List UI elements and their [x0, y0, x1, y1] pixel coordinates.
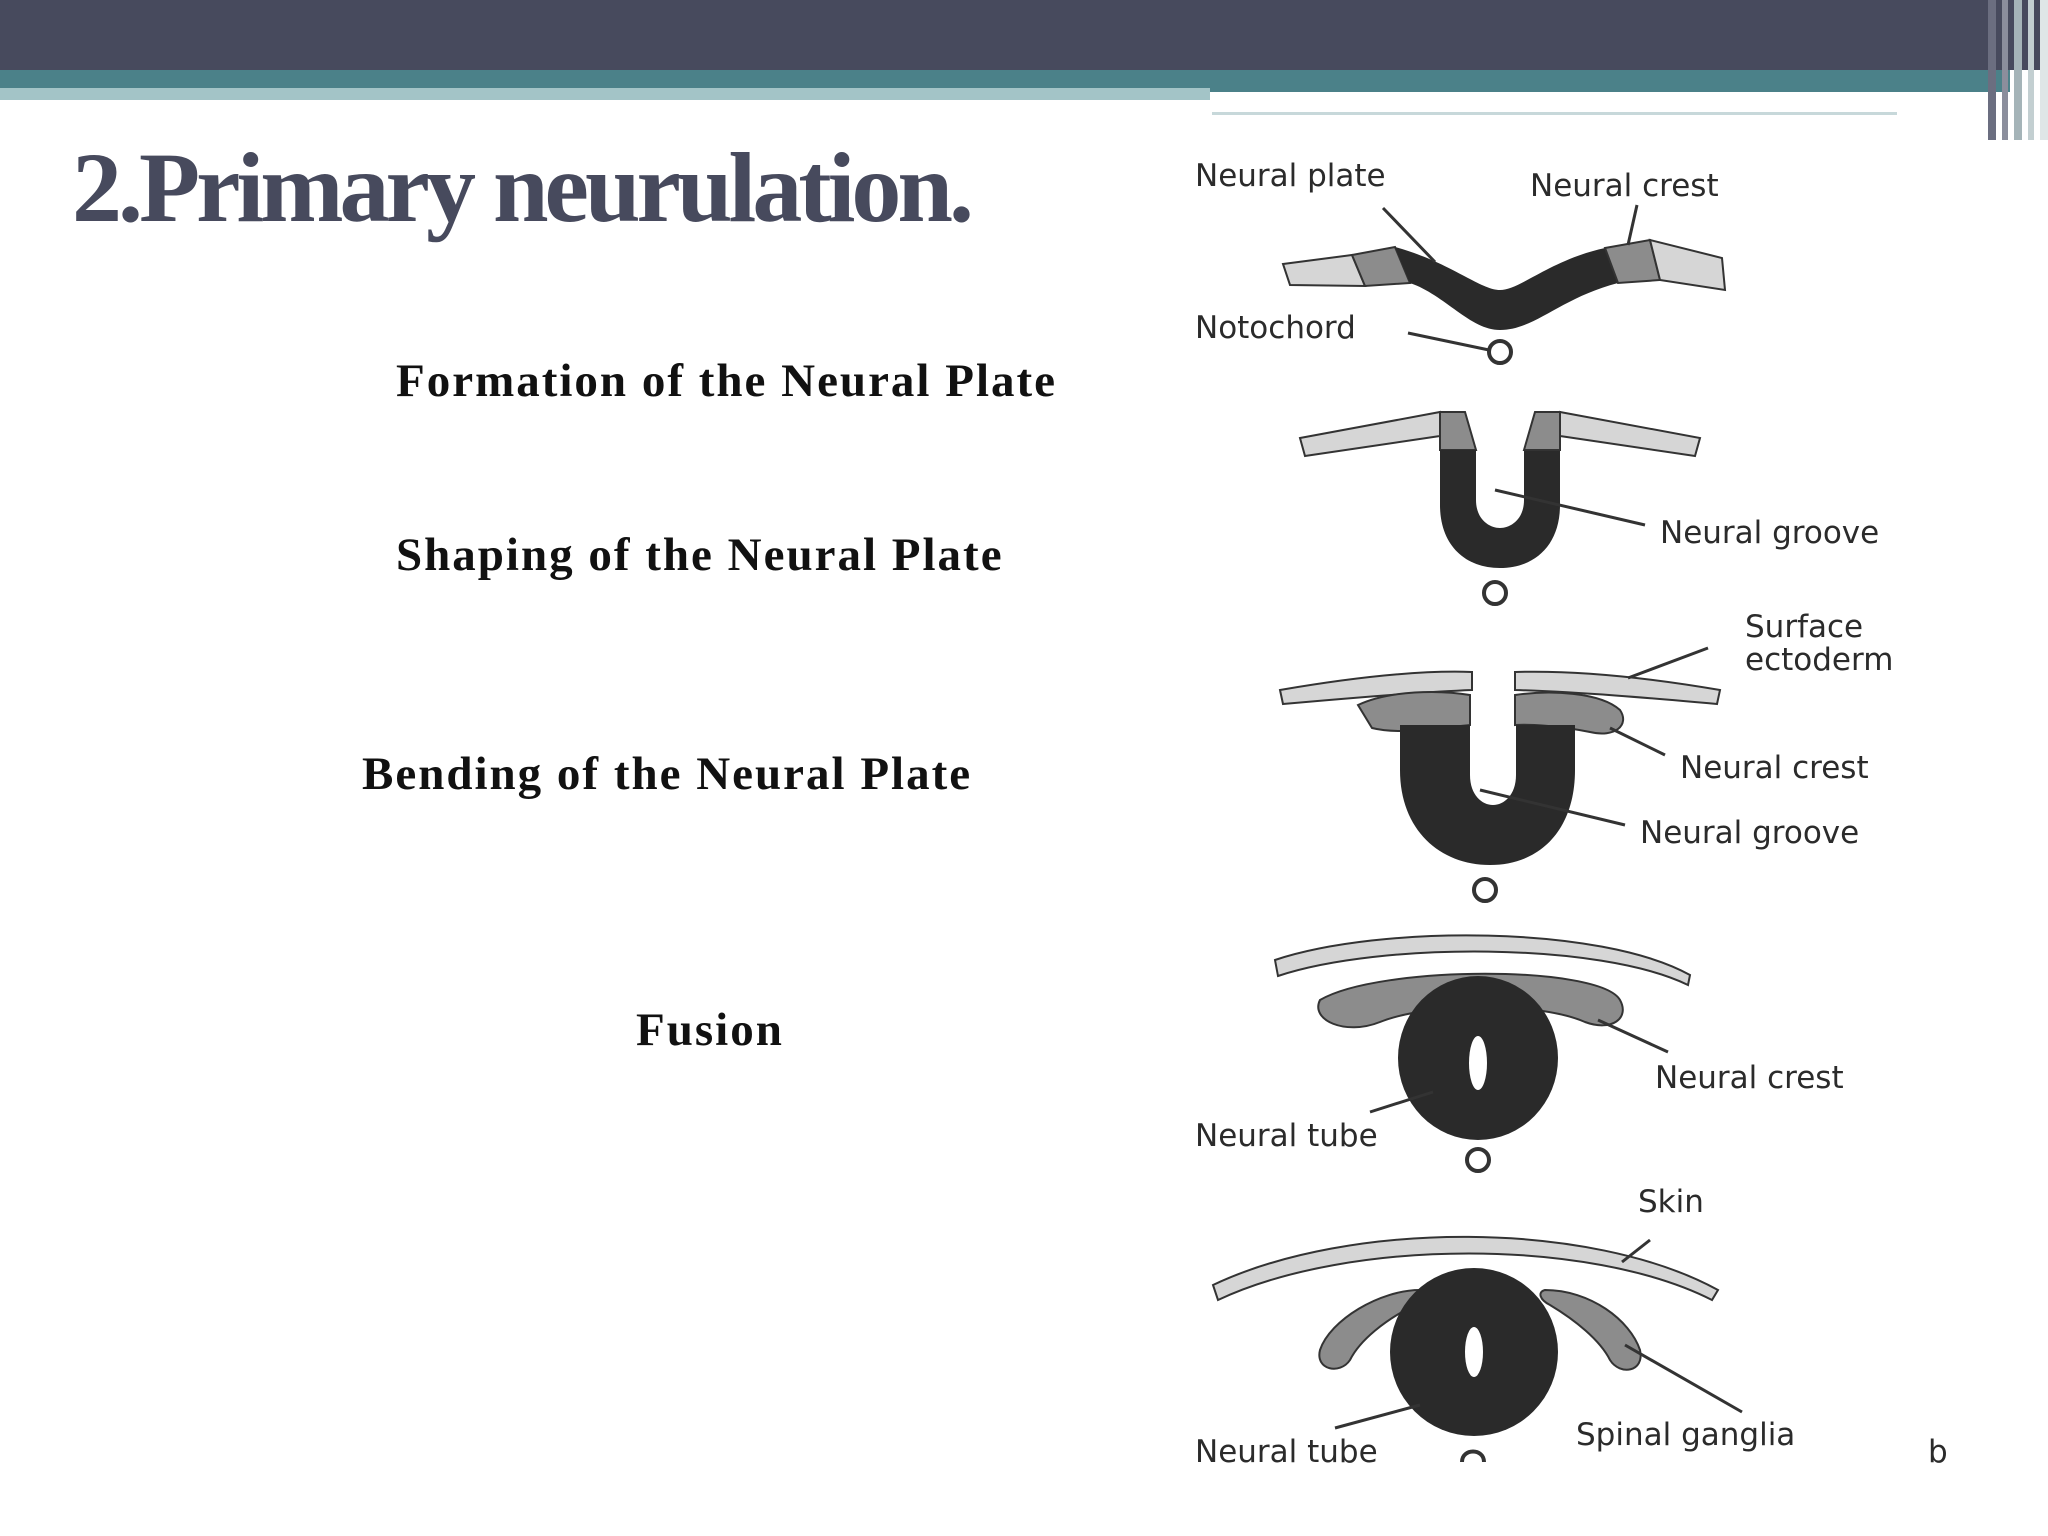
- label-neural-plate: Neural plate: [1195, 158, 1386, 194]
- label-neural-groove-2: Neural groove: [1640, 815, 1859, 851]
- notochord-circle-2: [1482, 580, 1508, 606]
- header-bar: [0, 0, 2048, 70]
- label-neural-crest-3: Neural crest: [1655, 1060, 1844, 1096]
- groove-shape: [1440, 450, 1560, 568]
- ectoderm-left: [1281, 253, 1367, 288]
- label-neural-crest-1: Neural crest: [1530, 168, 1719, 204]
- crest-left-3: [1356, 691, 1471, 733]
- notochord-remnant: [1460, 1449, 1486, 1463]
- header-divider: [1212, 112, 1897, 115]
- ganglion-right: [1539, 1288, 1642, 1371]
- ectoderm-right-2: [1559, 410, 1702, 458]
- step-formation: Formation of the Neural Plate: [396, 355, 1058, 407]
- step-bending: Bending of the Neural Plate: [362, 748, 973, 800]
- label-neural-tube-2: Neural tube: [1195, 1434, 1378, 1470]
- stage-neural-plate: [1281, 204, 1727, 365]
- notochord-circle-4: [1465, 1147, 1491, 1173]
- label-notochord: Notochord: [1195, 310, 1356, 346]
- label-neural-crest-2: Neural crest: [1680, 750, 1869, 786]
- header-right-strips: [1988, 0, 2048, 140]
- stage-spinal-ganglia: [1211, 1235, 1743, 1463]
- stage-neural-groove: [1298, 410, 1702, 606]
- neural-plate-shape: [1395, 247, 1618, 330]
- label-surface: Surface: [1745, 609, 1863, 645]
- ectoderm-left-2: [1298, 410, 1441, 458]
- header-accent-light: [0, 88, 1210, 100]
- label-skin: Skin: [1638, 1184, 1704, 1220]
- neural-canal-4: [1469, 1036, 1487, 1090]
- label-panel-letter: b: [1928, 1434, 1948, 1470]
- stage-neural-tube: [1273, 934, 1692, 1173]
- bending-groove-shape: [1400, 725, 1575, 865]
- label-neural-tube-1: Neural tube: [1195, 1118, 1378, 1154]
- crest-left-2: [1439, 411, 1478, 451]
- slide-title: 2.Primary neurulation.: [72, 132, 974, 243]
- label-neural-groove-1: Neural groove: [1660, 515, 1879, 551]
- notochord-circle-3: [1472, 877, 1498, 903]
- notochord-circle: [1487, 339, 1513, 365]
- stage-bending: [1278, 646, 1722, 903]
- header-accent-band: [0, 70, 2010, 92]
- neural-canal-5: [1465, 1327, 1483, 1377]
- step-shaping: Shaping of the Neural Plate: [396, 529, 1004, 581]
- step-fusion: Fusion: [636, 1004, 784, 1056]
- ectoderm-arc-4: [1273, 934, 1692, 987]
- skin-arc: [1211, 1235, 1720, 1302]
- label-spinal-ganglia: Spinal ganglia: [1576, 1417, 1795, 1453]
- ectoderm-left-3: [1278, 670, 1473, 706]
- ectoderm-right: [1648, 238, 1727, 292]
- label-ectoderm: ectoderm: [1745, 642, 1893, 678]
- crest-right-2: [1522, 411, 1561, 451]
